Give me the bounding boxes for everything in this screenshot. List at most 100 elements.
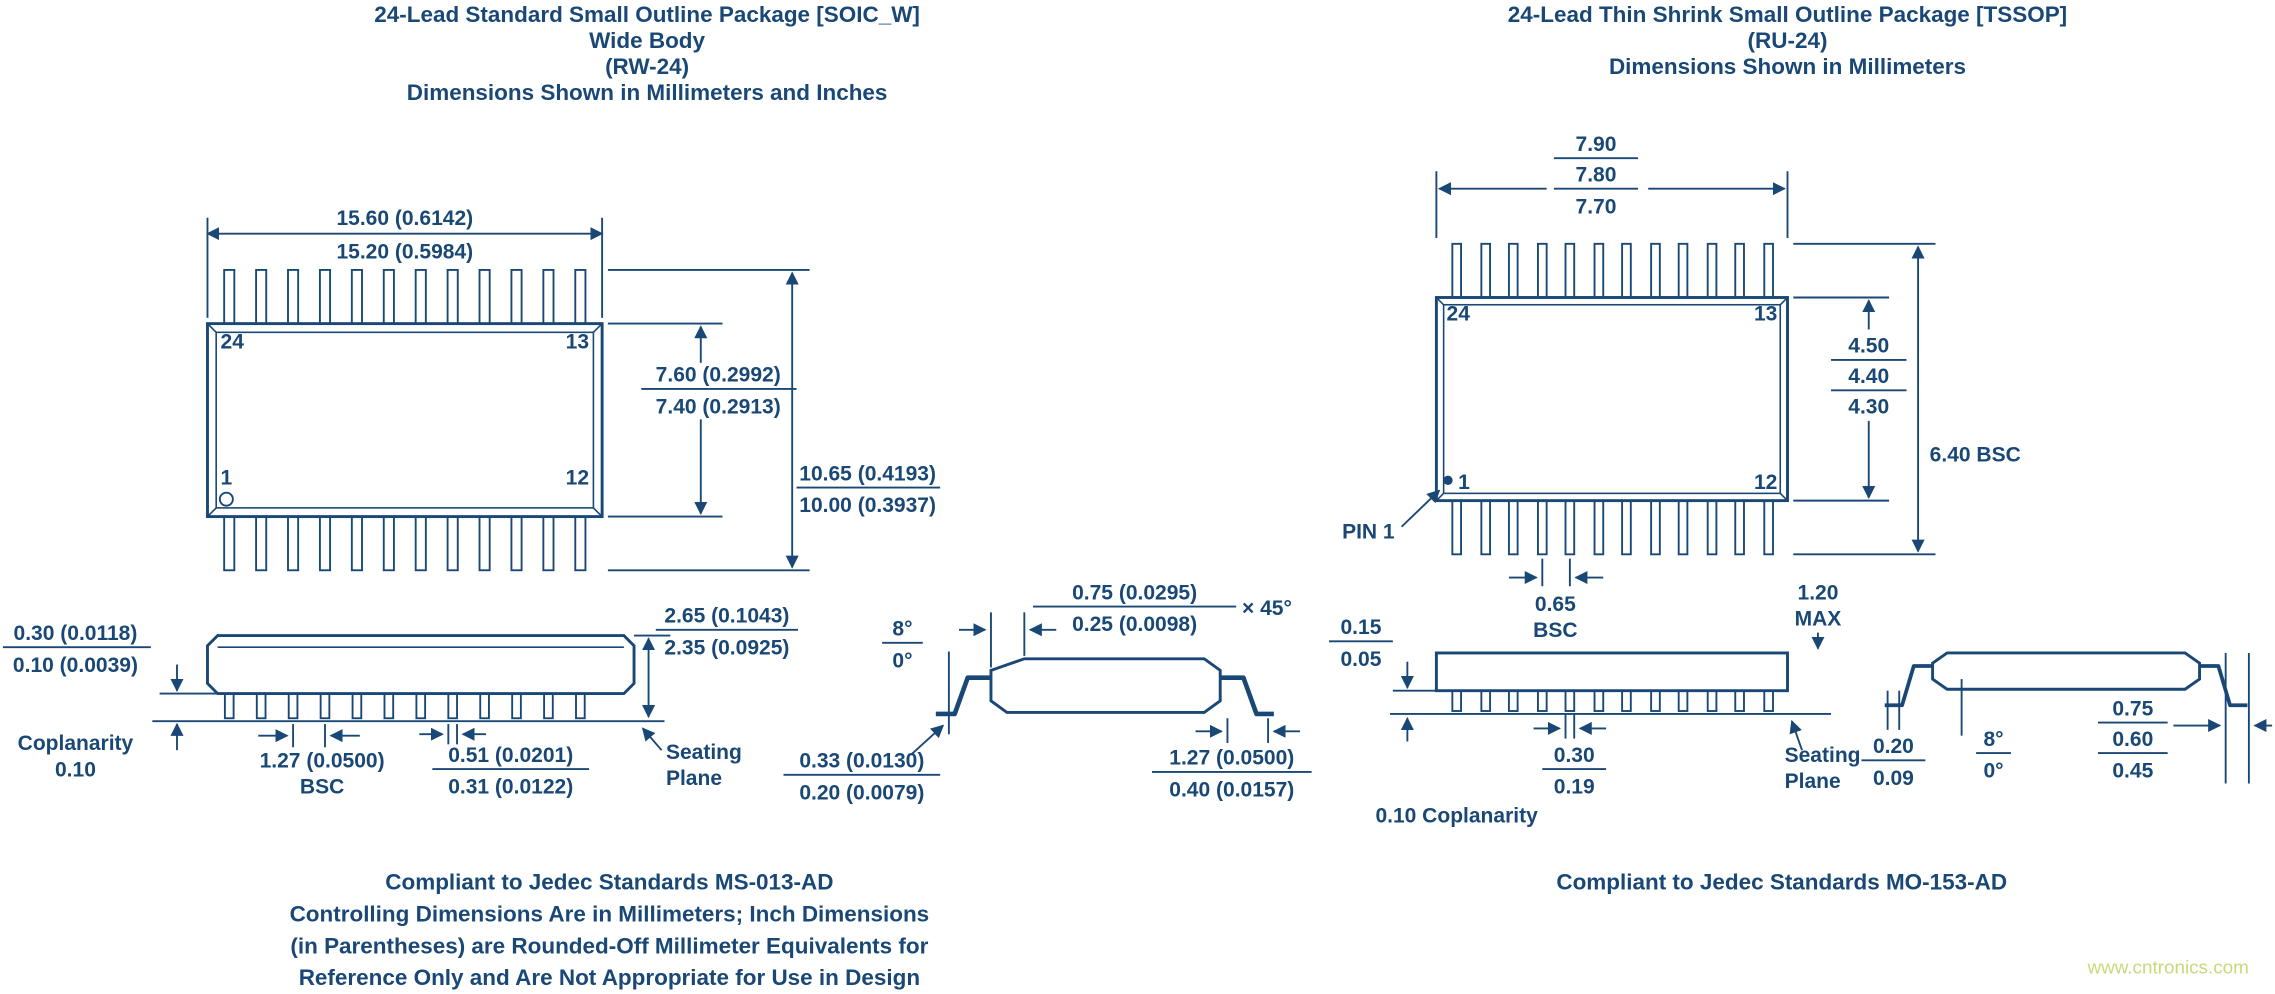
soic-end-body: [989, 657, 1222, 714]
soic-dim-lead-thickness: 0.33 (0.0130) 0.20 (0.0079): [783, 724, 945, 805]
soic-body-width-min: 7.40 (0.2913): [656, 396, 781, 419]
soic-overall-width-max: 10.65 (0.4193): [799, 462, 936, 485]
tssop-lead-thickness-min: 0.09: [1873, 767, 1914, 790]
tssop-lead-width-min: 0.19: [1554, 776, 1595, 799]
soic-chamfer-min: 0.25 (0.0098): [1072, 613, 1197, 636]
soic-compliance-note: Compliant to Jedec Standards MS-013-AD: [385, 869, 833, 894]
tssop-body-outline: [1434, 296, 1789, 503]
tssop-end-body: [1931, 651, 2202, 691]
soic-figure: 24-Lead Standard Small Outline Package […: [2, 2, 1312, 990]
tssop-compliance-note: Compliant to Jedec Standards MO-153-AD: [1556, 869, 2007, 894]
tssop-dim-body-width: 4.50 4.40 4.30: [1793, 296, 1907, 502]
tssop-dim-lead-thickness: 0.20 0.09: [1861, 690, 1926, 790]
tssop-body-width-min: 4.30: [1848, 396, 1889, 419]
tssop-title-line-3: Dimensions Shown in Millimeters: [1609, 54, 1966, 79]
tssop-body-width-nom: 4.40: [1848, 365, 1889, 388]
tssop-standoff-max: 0.15: [1340, 616, 1381, 639]
soic-top-pins: [223, 268, 587, 325]
soic-title-block: 24-Lead Standard Small Outline Package […: [374, 2, 920, 105]
tssop-side-view: [1389, 651, 1832, 715]
tssop-seating-label-line-2: Plane: [1785, 770, 1841, 793]
soic-pin12-number: 12: [566, 467, 589, 490]
soic-standoff-max: 0.30 (0.0118): [14, 622, 138, 645]
soic-controlling-note-line-2: (in Parentheses) are Rounded-Off Millime…: [290, 933, 928, 958]
tssop-length-min: 7.70: [1576, 195, 1617, 218]
tssop-dim-standoff: 0.15 0.05: [1329, 616, 1437, 742]
soic-pin24-number: 24: [221, 330, 245, 353]
soic-length-max: 15.60 (0.6142): [336, 207, 473, 230]
tssop-top-view: 24 13 1 12: [1434, 242, 1789, 556]
tssop-figure: 24-Lead Thin Shrink Small Outline Packag…: [1329, 2, 2273, 894]
tssop-dim-lead-pitch: 0.65 BSC: [1508, 558, 1604, 642]
tssop-seating-label-line-1: Seating: [1785, 744, 1861, 767]
soic-lead-thickness-max: 0.33 (0.0130): [799, 750, 924, 773]
soic-chamfer-angle: × 45°: [1242, 597, 1292, 620]
soic-pin13-number: 13: [566, 330, 589, 353]
soic-side-view: [152, 634, 665, 723]
soic-length-min: 15.20 (0.5984): [336, 240, 473, 263]
soic-seating-label-line-1: Seating: [666, 741, 742, 764]
soic-end-lead-right: [1220, 675, 1274, 717]
tssop-pin1-label: PIN 1: [1342, 520, 1395, 543]
soic-controlling-note-line-3: Reference Only and Are Not Appropriate f…: [299, 965, 920, 990]
soic-side-body: [206, 634, 636, 696]
tssop-end-lead-left: [1884, 664, 1933, 708]
tssop-dim-overall-length: 7.90 7.80 7.70: [1435, 133, 1789, 239]
soic-side-leads: [223, 692, 586, 720]
soic-lead-angle-max: 8°: [892, 618, 912, 641]
soic-dim-lead-width: 0.51 (0.0201) 0.31 (0.0122): [419, 724, 590, 799]
soic-title-line-3: (RW-24): [605, 54, 689, 79]
soic-coplanarity-value: 0.10: [55, 758, 96, 781]
soic-lead-thickness-min: 0.20 (0.0079): [799, 782, 924, 805]
tssop-end-view: [1884, 651, 2248, 708]
soic-overall-width-min: 10.00 (0.3937): [799, 494, 936, 517]
soic-chamfer-max: 0.75 (0.0295): [1072, 581, 1197, 604]
soic-top-view: 24 13 1 12: [206, 268, 604, 572]
tssop-pin1-number: 1: [1458, 471, 1470, 494]
soic-dim-foot-length: 1.27 (0.0500) 0.40 (0.0157): [1152, 718, 1312, 802]
tssop-lead-angle-max: 8°: [1983, 728, 2003, 751]
soic-dim-overall-width: 10.65 (0.4193) 10.00 (0.3937): [607, 268, 941, 572]
soic-title-line-4: Dimensions Shown in Millimeters and Inch…: [407, 80, 888, 105]
tssop-pin12-number: 12: [1754, 471, 1777, 494]
tssop-overall-width: 6.40 BSC: [1930, 443, 2021, 466]
soic-end-view: [935, 657, 1274, 717]
tssop-dim-lead-angle: 8° 0°: [1960, 679, 2011, 783]
tssop-standoff-min: 0.05: [1340, 648, 1381, 671]
soic-dim-overall-length: 15.60 (0.6142) 15.20 (0.5984): [206, 207, 604, 318]
tssop-pitch-value: 0.65: [1535, 593, 1576, 616]
soic-dim-lead-angle: 8° 0°: [882, 618, 950, 735]
soic-pitch-value: 1.27 (0.0500): [260, 750, 385, 773]
soic-bottom-pins: [223, 515, 587, 572]
tssop-length-nom: 7.80: [1576, 163, 1617, 186]
soic-title-line-1: 24-Lead Standard Small Outline Package […: [374, 2, 920, 27]
tssop-body-width-max: 4.50: [1848, 335, 1889, 358]
soic-foot-length-max: 1.27 (0.0500): [1169, 747, 1294, 770]
tssop-bottom-pins: [1451, 499, 1774, 556]
soic-dim-body-width: 7.60 (0.2992) 7.40 (0.2913): [607, 322, 797, 518]
soic-dim-standoff: 0.30 (0.0118) 0.10 (0.0039) Coplanarity …: [2, 622, 218, 781]
watermark: www.cntronics.com: [2086, 957, 2248, 978]
tssop-pin1-indicator-icon: [1443, 475, 1453, 485]
tssop-pin24-number: 24: [1447, 303, 1471, 326]
soic-controlling-note-line-1: Controlling Dimensions Are in Millimeter…: [290, 901, 930, 926]
tssop-seating-plane-label: Seating Plane: [1785, 719, 1861, 793]
tssop-dim-height: 1.20 MAX: [1795, 581, 1842, 650]
tssop-lead-thickness-max: 0.20: [1873, 735, 1914, 758]
soic-lead-angle-min: 0°: [892, 649, 912, 672]
tssop-height-max-label: MAX: [1795, 607, 1842, 630]
soic-pin1-number: 1: [221, 467, 233, 490]
tssop-lead-angle-min: 0°: [1983, 760, 2003, 783]
tssop-coplanarity-note: 0.10 Coplanarity: [1375, 805, 1538, 828]
soic-dim-height: 2.65 (0.1043) 2.35 (0.0925): [634, 605, 798, 719]
tssop-title-line-2: (RU-24): [1748, 28, 1828, 53]
soic-footer-block: Compliant to Jedec Standards MS-013-AD C…: [290, 869, 930, 990]
tssop-side-body: [1434, 651, 1789, 693]
tssop-length-max: 7.90: [1576, 133, 1617, 156]
tssop-foot-length-nom: 0.60: [2112, 728, 2153, 751]
tssop-top-pins: [1451, 242, 1774, 299]
soic-dim-lead-pitch: 1.27 (0.0500) BSC: [258, 724, 385, 799]
tssop-pin1-callout: PIN 1: [1342, 489, 1441, 543]
soic-pin1-indicator-icon: [218, 491, 234, 507]
